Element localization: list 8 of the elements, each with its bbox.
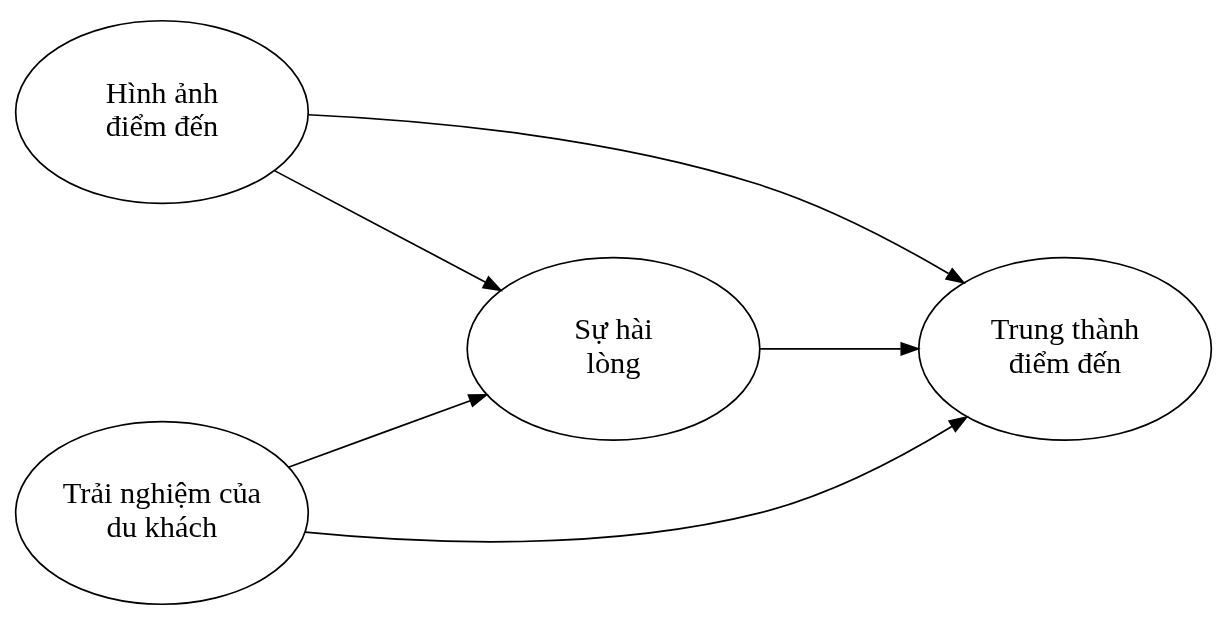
arrow	[759, 341, 921, 356]
node-ellipse: Trải nghiệm của du khách	[14, 420, 310, 606]
arrow	[307, 113, 966, 284]
arrow	[288, 393, 489, 468]
node-ellipse: Trung thành điểm đến	[917, 256, 1213, 442]
arrow	[273, 169, 503, 292]
node-ellipse: Hình ảnh điểm đến	[14, 19, 310, 205]
arrow	[304, 415, 969, 543]
